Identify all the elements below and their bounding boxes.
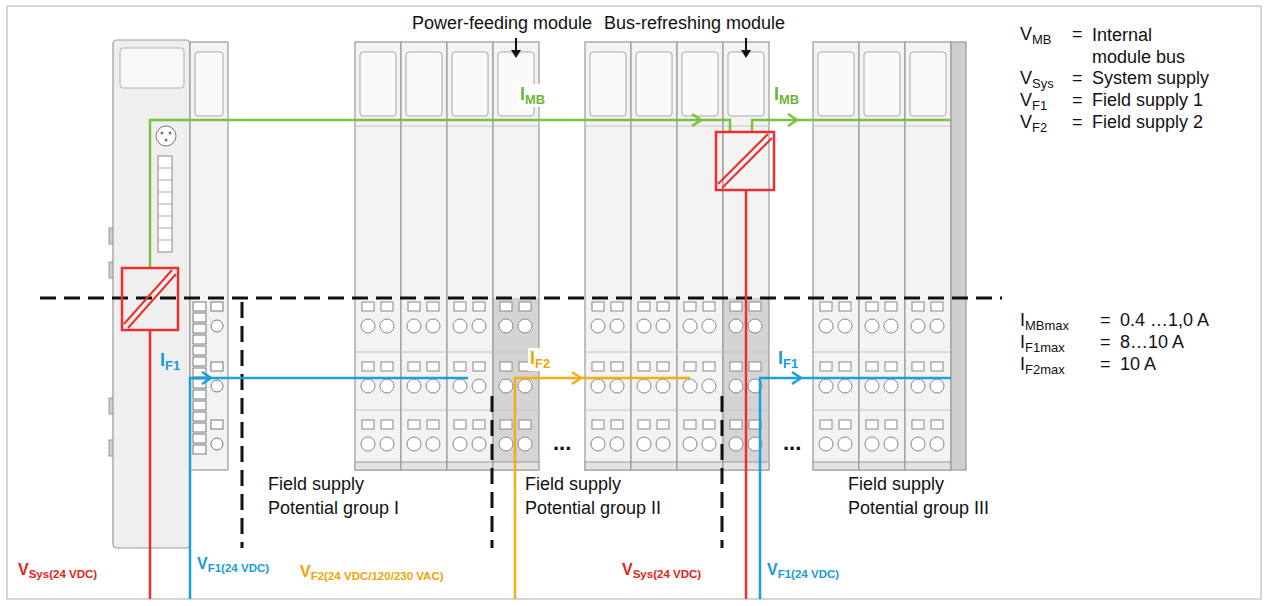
group-label: Field supply Potential group III [848,472,1008,520]
subscript: Sys(24 VDC) [29,568,97,580]
group-label: Field supply Potential group II [525,472,685,520]
subscript: F2 [1032,120,1047,135]
current-label: IF1 [776,348,800,371]
subscript: F1 [1032,98,1047,113]
legend-text: Field supply 2 [1092,112,1203,134]
equals-sign: = [1100,332,1111,354]
supply-label: VF2(24 VDC/120/230 VAC) [300,562,444,584]
equals-sign: = [1072,90,1083,112]
symbol-label: IF2max [1020,354,1065,377]
subscript: Sys(24 VDC) [633,568,701,580]
supply-label: VSys(24 VDC) [18,560,97,582]
current-value: 0.4 …1,0 A [1120,310,1209,332]
subscript: MB [779,92,799,107]
subscript: F1max [1025,340,1065,355]
symbol-label: VF2 [1020,112,1047,135]
current-label: IMB [518,84,547,107]
subscript: F1(24 VDC) [778,568,839,580]
symbol-label: IF1max [1020,332,1065,355]
subscript: MBmax [1025,318,1069,333]
equals-sign: = [1072,112,1083,134]
current-label: IMB [772,84,801,107]
subscript: F2(24 VDC/120/230 VAC) [311,570,444,582]
subscript: F1(24 VDC) [208,562,269,574]
supply-label: VF1(24 VDC) [767,560,839,582]
current-value: 8…10 A [1120,332,1184,354]
legend-text: Internal module bus [1092,24,1204,68]
group-label: Field supply Potential group I [268,472,428,520]
callout-label: Bus-refreshing module [604,13,785,35]
symbol-label: IMBmax [1020,310,1069,333]
continuation-dots: ... [553,430,571,456]
current-label: IF1 [158,350,182,373]
continuation-dots: ... [783,430,801,456]
subscript: MB [1032,32,1051,47]
supply-label: VSys(24 VDC) [622,560,701,582]
supply-label: VF1(24 VDC) [197,554,269,576]
equals-sign: = [1100,310,1111,332]
callout-label: Power-feeding module [412,13,592,35]
equals-sign: = [1072,24,1083,46]
subscript: MB [525,92,545,107]
subscript: F1 [783,356,798,371]
symbol-label: VF1 [1020,90,1047,113]
symbol-label: VSys [1020,68,1054,91]
current-value: 10 A [1120,354,1156,376]
subscript: F2 [535,356,550,371]
current-label: IF2 [528,348,552,371]
legend-text: Field supply 1 [1092,90,1203,112]
equals-sign: = [1100,354,1111,376]
symbol-label: VMB [1020,24,1051,47]
legend-text: System supply [1092,68,1209,90]
subscript: F1 [165,358,180,373]
subscript: F2max [1025,362,1065,377]
equals-sign: = [1072,68,1083,90]
subscript: Sys [1032,76,1054,91]
